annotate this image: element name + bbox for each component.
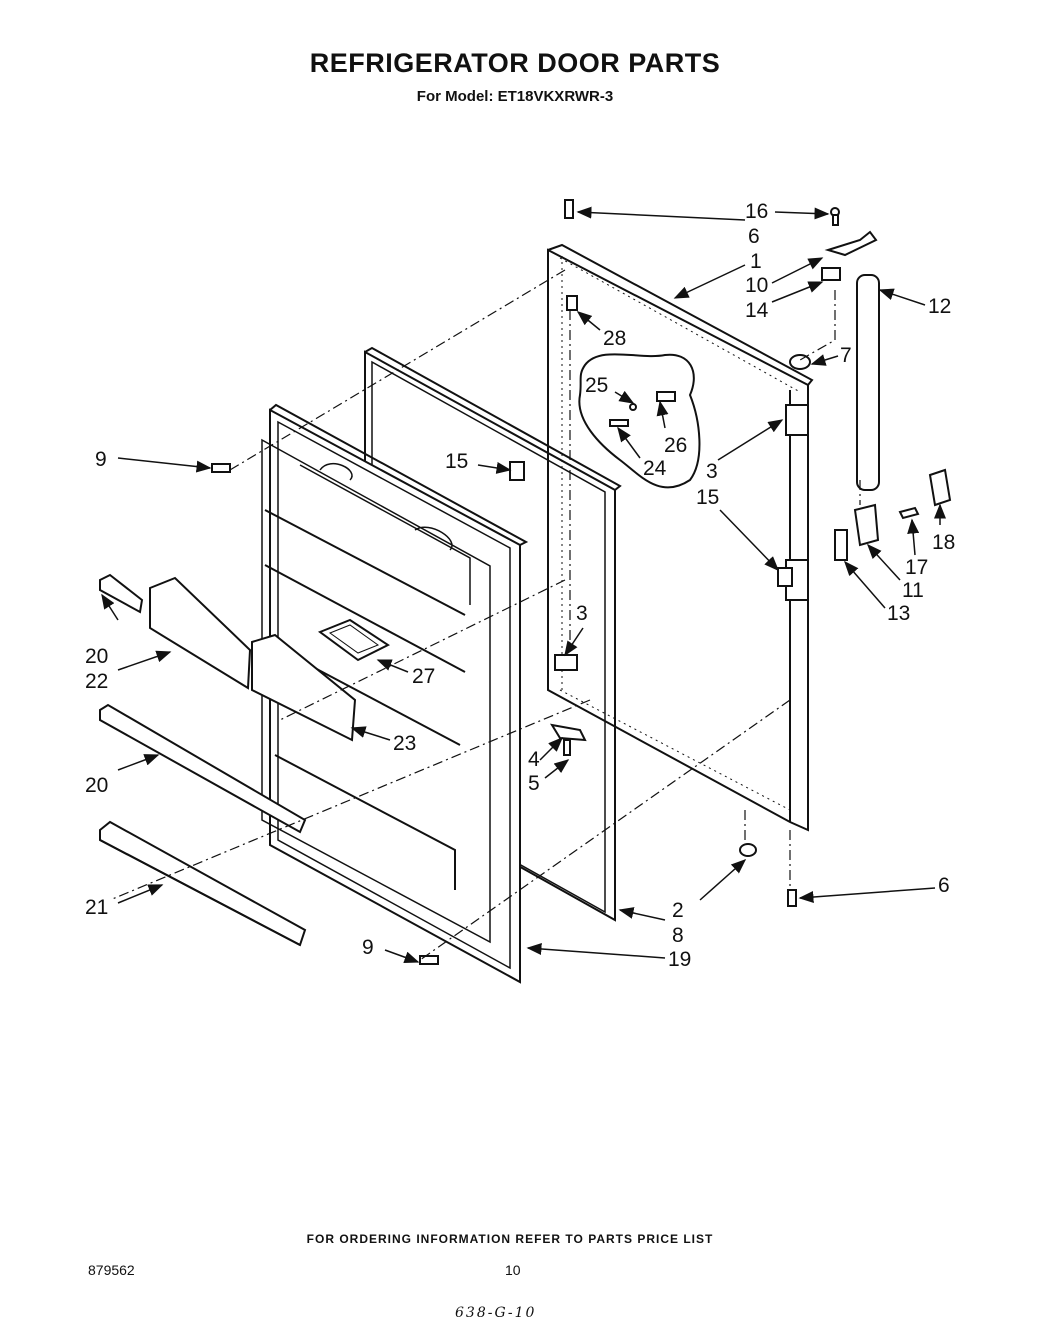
callout-9: 9 — [362, 936, 374, 959]
callout-labels: 16 6 1 10 14 12 28 7 25 26 24 3 9 15 15 … — [85, 200, 955, 971]
page-number: 10 — [505, 1262, 521, 1278]
callout-20: 20 — [85, 774, 108, 797]
callout-15: 15 — [696, 486, 719, 509]
callout-28: 28 — [603, 327, 626, 350]
callout-10: 10 — [745, 274, 768, 297]
callout-12: 12 — [928, 295, 951, 318]
door-liner — [261, 403, 529, 984]
callout-17: 17 — [905, 556, 928, 579]
callout-6: 6 — [748, 225, 760, 248]
callout-3: 3 — [706, 460, 718, 483]
callout-15: 15 — [445, 450, 468, 473]
callout-9: 9 — [95, 448, 107, 471]
callout-24: 24 — [643, 457, 667, 480]
callout-11: 11 — [902, 579, 924, 602]
callout-13: 13 — [887, 602, 910, 625]
callout-7: 7 — [840, 344, 852, 367]
callout-6: 6 — [938, 874, 950, 897]
alignment-lines — [109, 269, 861, 961]
callout-16: 16 — [745, 200, 768, 223]
callout-22: 22 — [85, 670, 108, 693]
callout-2: 2 — [672, 899, 684, 922]
callout-14: 14 — [745, 299, 769, 322]
callout-3: 3 — [576, 602, 588, 625]
callout-4: 4 — [528, 748, 540, 771]
callout-1: 1 — [750, 250, 762, 273]
callout-27: 27 — [412, 665, 435, 688]
leader-lines — [101, 206, 946, 964]
ordering-note: FOR ORDERING INFORMATION REFER TO PARTS … — [306, 1232, 714, 1246]
callout-5: 5 — [528, 772, 540, 795]
outer-door-panel — [547, 243, 814, 832]
callout-26: 26 — [664, 434, 687, 457]
butter-compartment — [317, 618, 390, 662]
detail-bubble — [578, 353, 701, 489]
document-number: 879562 — [88, 1262, 135, 1278]
callout-25: 25 — [585, 374, 608, 397]
callout-20: 20 — [85, 645, 108, 668]
callout-21: 21 — [85, 896, 108, 919]
handwritten-note: 638-G-10 — [455, 1305, 537, 1321]
callout-8: 8 — [672, 924, 684, 947]
model-subtitle: For Model: ET18VKXRWR-3 — [416, 88, 614, 105]
callout-19: 19 — [668, 948, 691, 971]
hinge-hardware — [211, 199, 952, 965]
callout-23: 23 — [393, 732, 416, 755]
page-title: REFRIGERATOR DOOR PARTS — [309, 48, 721, 78]
callout-18: 18 — [932, 531, 955, 554]
shelf-parts — [99, 573, 357, 947]
